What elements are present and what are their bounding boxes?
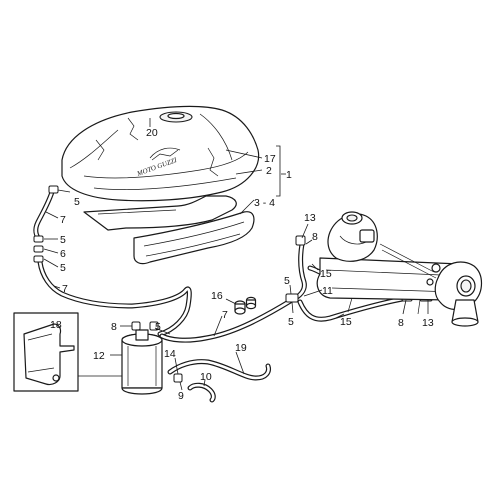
throttle-body-assembly [316, 211, 483, 327]
tank-heat-shield [133, 211, 255, 265]
callout-5-low: 5 [60, 262, 66, 274]
callout-15-top: 15 [320, 268, 332, 280]
callout-1: 1 [286, 169, 292, 181]
callout-5-joint-low: 5 [288, 316, 294, 328]
callout-13-top: 13 [304, 212, 316, 224]
callout-20: 20 [146, 127, 158, 139]
callout-13-right: 13 [422, 317, 434, 329]
charcoal-canister [121, 329, 163, 395]
callout-3-4: 3 - 4 [254, 197, 275, 209]
callout-9: 9 [178, 390, 184, 402]
leader-lines [43, 118, 429, 391]
callout-8-right: 8 [398, 317, 404, 329]
callout-18: 18 [50, 319, 62, 331]
callout-11: 11 [322, 285, 333, 297]
callout-17: 17 [264, 153, 276, 165]
group-bracket [276, 145, 281, 197]
callout-labels: 20 17 2 1 3 - 4 5 7 5 6 5 7 18 8 5 12 14… [50, 127, 434, 402]
callout-15-low: 15 [340, 316, 352, 328]
callout-10: 10 [200, 371, 212, 383]
callout-5-top: 5 [74, 196, 80, 208]
callout-12: 12 [93, 350, 105, 362]
callout-2: 2 [266, 165, 272, 177]
callout-8-top: 8 [312, 231, 318, 243]
callout-7-left: 7 [62, 283, 68, 295]
callout-7-top: 7 [60, 214, 66, 226]
callout-7-center: 7 [222, 309, 228, 321]
fuel-tank: MOTO GUZZI [61, 105, 260, 202]
side-panel [83, 195, 237, 231]
callout-16: 16 [211, 290, 223, 302]
callout-5-mid: 5 [60, 234, 66, 246]
callout-14: 14 [164, 348, 176, 360]
bracket-inset [13, 312, 79, 392]
callout-6: 6 [60, 248, 66, 260]
callout-8-canister: 8 [111, 321, 117, 333]
callout-5-canister: 5 [155, 321, 161, 333]
callout-5-joint-top: 5 [284, 275, 290, 287]
callout-19: 19 [235, 342, 247, 354]
vent-caps [234, 296, 257, 315]
